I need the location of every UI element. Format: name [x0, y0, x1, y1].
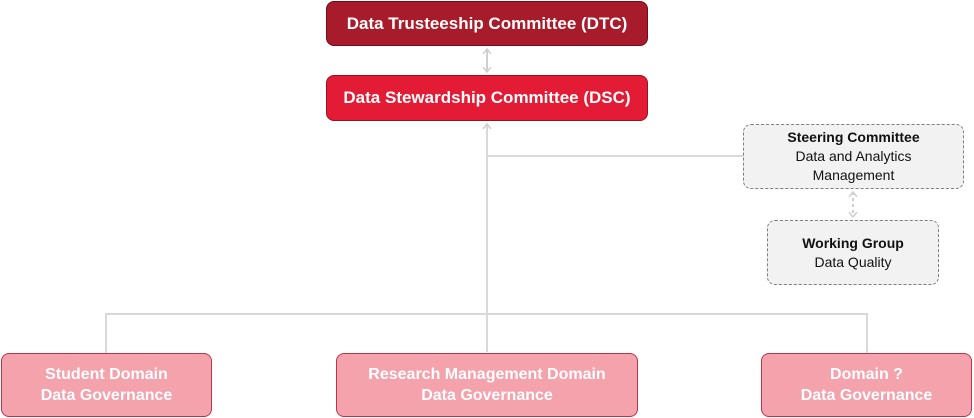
steering-committee-title: Steering Committee [787, 129, 920, 145]
dtc-box: Data Trusteeship Committee (DTC) [326, 1, 648, 46]
research-domain-line2: Data Governance [421, 387, 553, 404]
unknown-domain-box: Domain ? Data Governance [761, 353, 972, 417]
unknown-domain-line2: Data Governance [800, 387, 933, 404]
research-domain-box: Research Management Domain Data Governan… [336, 353, 638, 417]
student-domain-box: Student Domain Data Governance [1, 353, 212, 417]
steering-committee-line1: Data and Analytics [795, 148, 912, 164]
student-domain-line1: Student Domain [45, 366, 168, 383]
unknown-domain-line1: Domain ? [830, 366, 903, 383]
working-group-line1: Data Quality [814, 253, 892, 270]
research-domain-line1: Research Management Domain [368, 366, 606, 383]
dsc-box: Data Stewardship Committee (DSC) [326, 75, 648, 121]
dsc-label: Data Stewardship Committee (DSC) [343, 88, 631, 107]
working-group-box: Working Group Data Quality [767, 220, 939, 285]
dtc-label: Data Trusteeship Committee (DTC) [346, 13, 628, 33]
steering-committee-box: Steering Committee Data and Analytics Ma… [743, 124, 964, 189]
working-group-title: Working Group [802, 234, 904, 251]
steering-committee-line2: Management [812, 167, 895, 183]
student-domain-line2: Data Governance [40, 387, 173, 404]
